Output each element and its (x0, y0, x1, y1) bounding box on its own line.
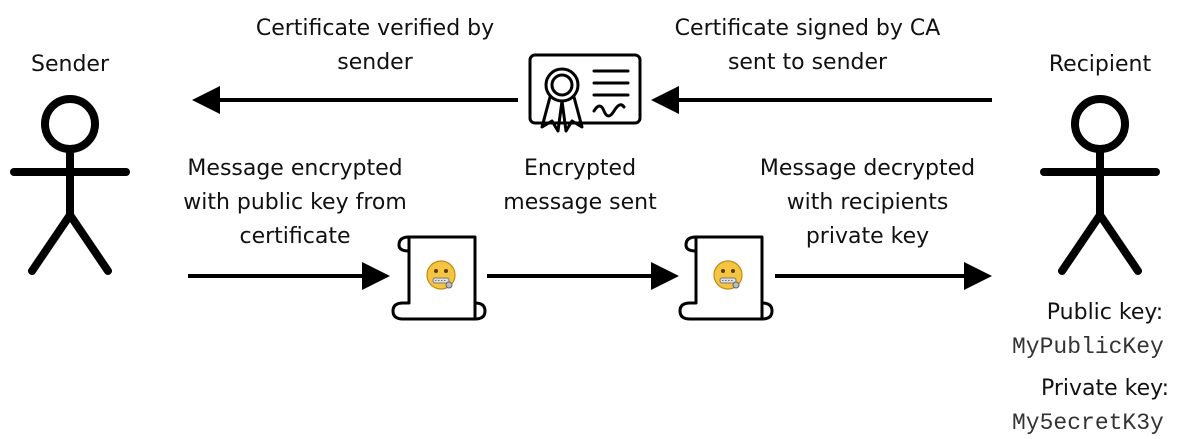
msg-decrypted-label: Message decrypted with recipients privat… (725, 152, 1010, 254)
cert-signed-label: Certificate signed by CA sent to sender (640, 12, 975, 80)
public-key-label: Public key: (1046, 300, 1164, 325)
msg-encrypted-line-1: Message encrypted (187, 156, 403, 181)
msg-sent-label: Encrypted message sent (480, 152, 680, 220)
arrow-scroll-to-scroll (487, 262, 679, 290)
msg-sent-line-2: message sent (503, 190, 657, 215)
public-key-value: MyPublicKey (1012, 334, 1164, 360)
arrow-scroll-to-recipient (775, 262, 992, 290)
arrow-cert-to-sender (192, 86, 518, 114)
arrow-recipient-to-cert (651, 86, 992, 114)
msg-decrypted-line-2: with recipients (786, 190, 949, 215)
msg-encrypted-label: Message encrypted with public key from c… (150, 152, 440, 254)
sender-figure (10, 95, 130, 275)
msg-decrypted-line-1: Message decrypted (759, 156, 976, 181)
msg-encrypted-line-3: certificate (239, 224, 351, 249)
cert-signed-line-2: sent to sender (727, 50, 888, 75)
zipper-mouth-face-icon (713, 260, 743, 290)
cert-verified-label: Certificate verified by sender (215, 12, 535, 80)
recipient-figure (1040, 95, 1160, 275)
msg-encrypted-line-2: with public key from (183, 190, 407, 215)
recipient-label: Recipient (1048, 52, 1152, 77)
cert-verified-line-1: Certificate verified by (255, 16, 495, 41)
msg-decrypted-line-3: private key (805, 224, 930, 249)
private-key-value: My5ecretK3y (1012, 410, 1164, 436)
certificate-icon (528, 53, 642, 133)
msg-sent-line-1: Encrypted (523, 156, 637, 181)
arrow-sender-to-scroll (188, 262, 390, 290)
zipper-mouth-face-icon (426, 260, 456, 290)
private-key-label: Private key: (1040, 376, 1169, 401)
cert-signed-line-1: Certificate signed by CA (674, 16, 941, 41)
cert-verified-line-2: sender (337, 50, 413, 75)
sender-label: Sender (31, 52, 109, 77)
